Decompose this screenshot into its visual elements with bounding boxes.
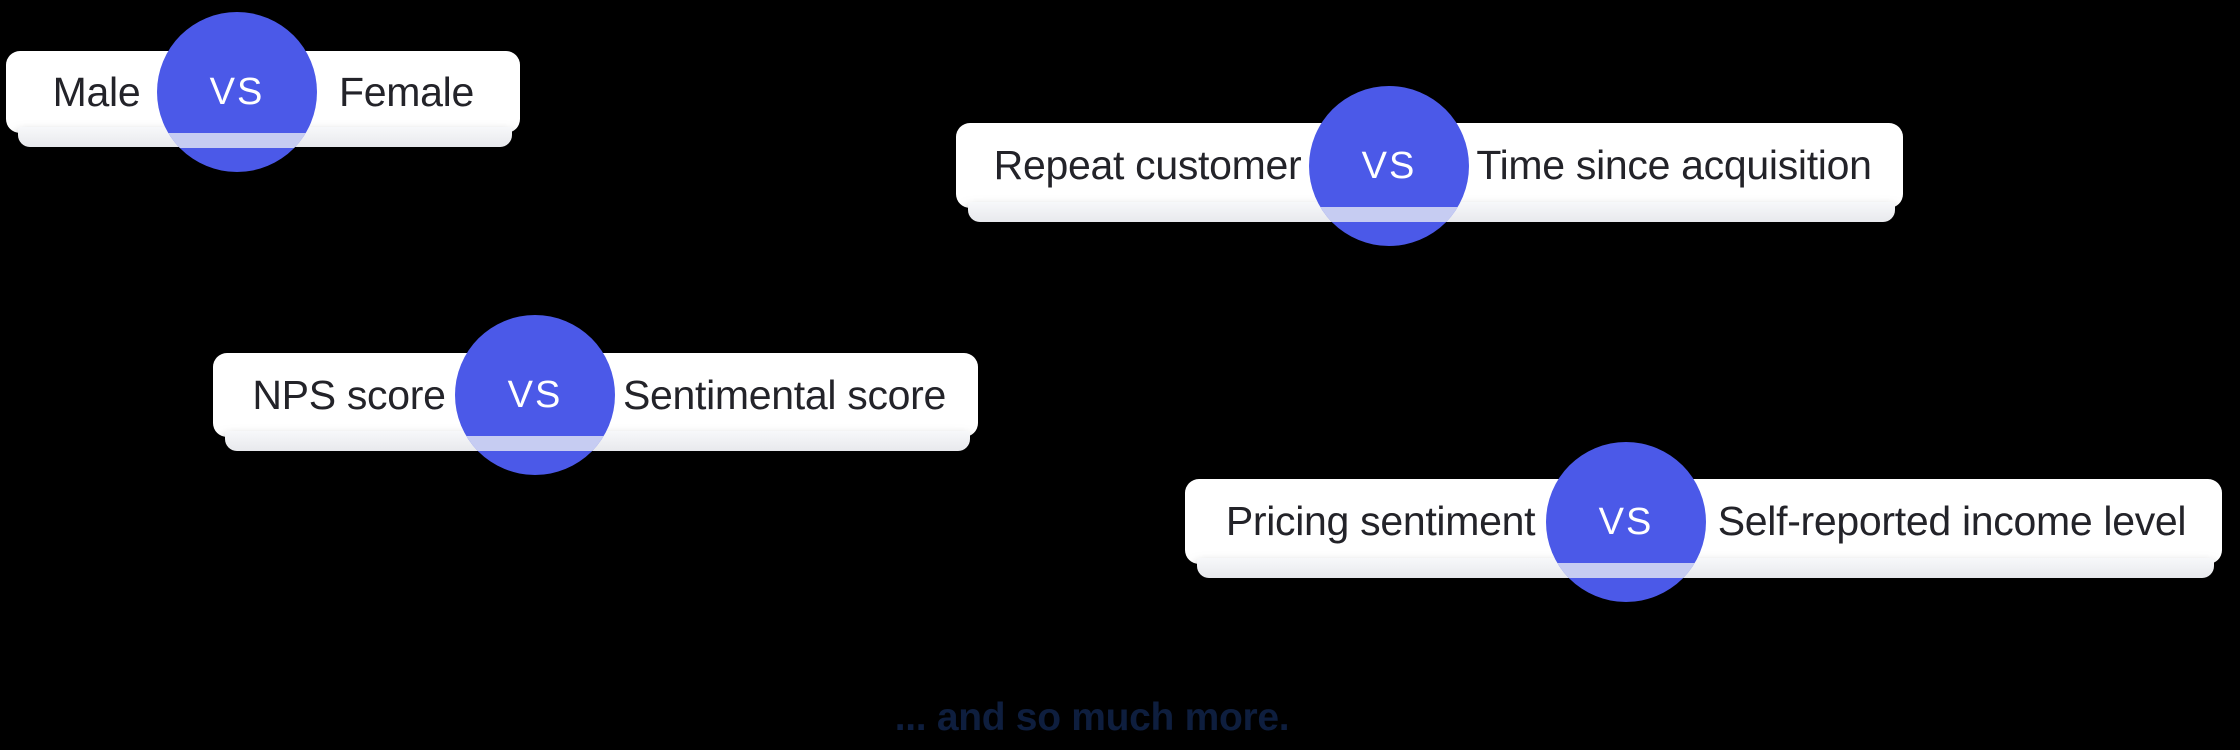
comparison-pill-pricing-sentiment-vs-income-level: Pricing sentiment Self-reported income l… [1185, 441, 2222, 602]
pill-left-label: Repeat customer [993, 142, 1302, 188]
vs-badge-label: VS [1598, 500, 1654, 543]
comparison-pill-repeat-customer-vs-time-since-acquisition: Repeat customer Time since acquisition V… [956, 85, 1903, 246]
pill-left-label: Pricing sentiment [1225, 498, 1536, 544]
vs-badge: VS [1546, 441, 1706, 602]
comparison-pill-nps-score-vs-sentimental-score: NPS score Sentimental score VS [213, 315, 978, 475]
pill-right-label: Self-reported income level [1717, 498, 2187, 544]
vs-badge: VS [455, 315, 615, 475]
pill-right-label: Sentimental score [622, 371, 947, 418]
vs-badge: VS [1309, 85, 1469, 246]
vs-badge: VS [157, 12, 317, 172]
pill-left-label: NPS score [252, 371, 446, 418]
vs-badge-label: VS [507, 374, 563, 416]
pill-right-label: Female [339, 68, 474, 115]
vs-badge-label: VS [1361, 144, 1417, 187]
pill-left-label: Male [52, 68, 141, 115]
vs-badge-label: VS [209, 71, 265, 113]
comparison-pill-male-vs-female: Male Female VS [6, 12, 520, 172]
pill-right-label: Time since acquisition [1476, 142, 1872, 188]
more-tagline: ... and so much more. [894, 696, 1290, 739]
